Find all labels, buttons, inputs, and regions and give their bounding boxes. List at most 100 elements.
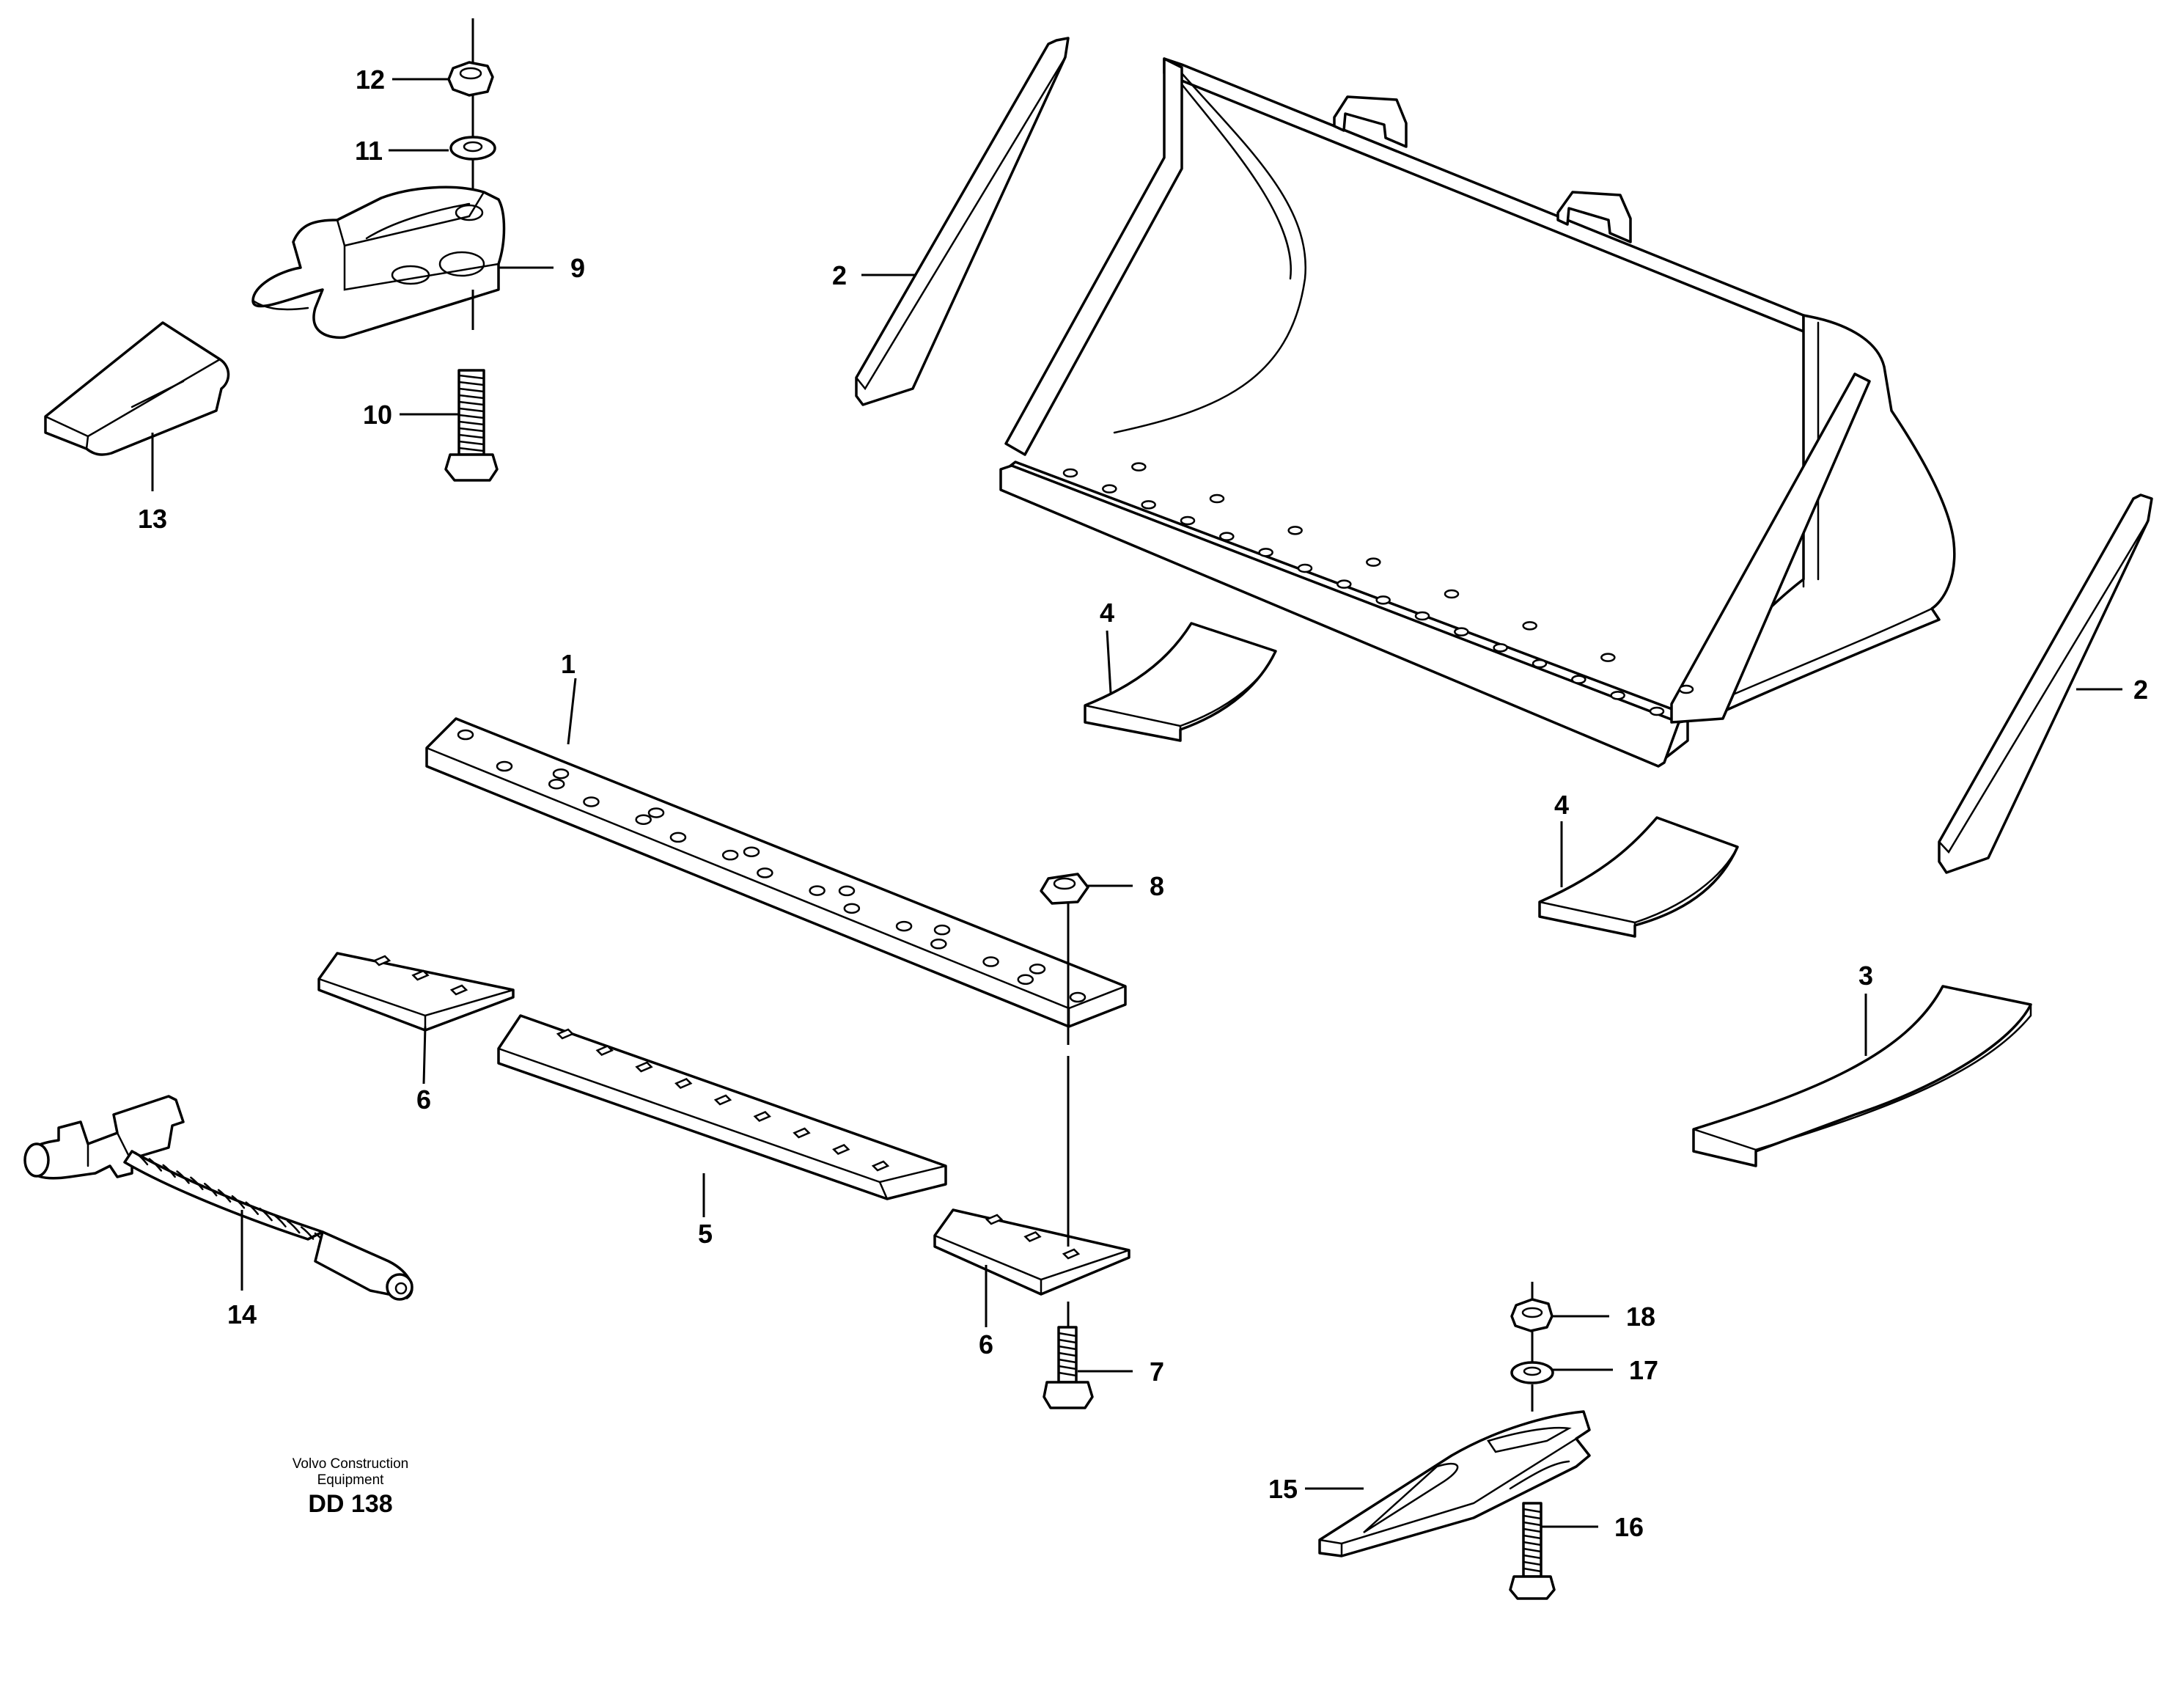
thread [1057, 1351, 1078, 1357]
hole [1102, 484, 1117, 493]
thread [1522, 1521, 1543, 1527]
hole [1017, 974, 1034, 986]
twist [245, 1201, 260, 1215]
callout-10: 10 [363, 400, 392, 430]
thread [457, 400, 485, 406]
bolt-hole [449, 984, 468, 996]
hole [548, 778, 565, 790]
callout-6-right: 6 [979, 1329, 993, 1359]
hole [1287, 526, 1303, 535]
twist [273, 1214, 287, 1228]
side-wear-strip-right [1938, 493, 2153, 874]
bolt-hole [793, 1127, 811, 1139]
bolt-hole [832, 1144, 850, 1155]
caption-company-2: Equipment [317, 1472, 385, 1488]
callout-4-upper: 4 [1100, 598, 1114, 628]
thread [457, 394, 485, 400]
hole [552, 768, 570, 779]
thread [1522, 1508, 1543, 1513]
callout-5: 5 [698, 1219, 713, 1249]
hole [1219, 532, 1235, 541]
cutting-edge [425, 717, 1127, 1028]
callout-11: 11 [355, 136, 383, 166]
bucket [999, 57, 1956, 768]
hole [1180, 515, 1196, 526]
hole [757, 867, 773, 878]
hole [1649, 706, 1665, 716]
hole [743, 846, 760, 857]
edge-segment-long [497, 1014, 947, 1200]
thread [1057, 1338, 1078, 1344]
twist [300, 1226, 315, 1240]
callout-1: 1 [561, 649, 576, 679]
bolt-hole [674, 1078, 693, 1089]
bolt-hole [753, 1111, 771, 1122]
hole [933, 924, 951, 936]
callout-18: 18 [1626, 1302, 1655, 1332]
twist [190, 1176, 204, 1191]
thread [1522, 1527, 1543, 1533]
thread [1522, 1567, 1543, 1573]
side-wear-strip-left [855, 37, 1070, 406]
hole [1610, 691, 1625, 700]
hole [1375, 595, 1391, 605]
callout-2-left: 2 [832, 260, 847, 290]
callout-6-left: 6 [416, 1085, 431, 1115]
twist [176, 1170, 190, 1184]
hole [1141, 500, 1156, 510]
twist [259, 1207, 273, 1222]
nut-8 [1040, 873, 1089, 905]
hole [1069, 991, 1087, 1003]
bolt-hole [411, 969, 430, 981]
thread [457, 440, 485, 446]
washer-17 [1510, 1361, 1554, 1384]
thread [1522, 1547, 1543, 1553]
thread [457, 374, 485, 380]
hole [1336, 579, 1352, 589]
hole [1029, 964, 1046, 975]
hole [457, 729, 474, 741]
hole [1678, 684, 1694, 694]
edge-segment-left [317, 952, 515, 1032]
callout-3: 3 [1858, 961, 1873, 991]
hole [982, 956, 999, 967]
hole [635, 814, 652, 825]
twist [287, 1219, 301, 1234]
hole [809, 885, 826, 896]
callout-15: 15 [1268, 1474, 1298, 1504]
tooth-adapter-9 [251, 186, 506, 340]
twist [134, 1151, 149, 1166]
thread [1057, 1358, 1078, 1364]
nut-18 [1510, 1298, 1554, 1332]
bolt-7 [1043, 1326, 1094, 1409]
callout-9: 9 [570, 253, 585, 283]
thread [1057, 1365, 1078, 1370]
bolt-hole [985, 1214, 1004, 1225]
hole [1454, 627, 1469, 636]
bolt-16 [1509, 1502, 1556, 1600]
twist [203, 1183, 218, 1197]
thread [1522, 1541, 1543, 1546]
thread [1522, 1560, 1543, 1566]
thread [1522, 1534, 1543, 1540]
thread [1057, 1345, 1078, 1351]
tool-14 [23, 1095, 413, 1301]
callout-17: 17 [1629, 1355, 1658, 1385]
bolt-hole [1062, 1248, 1081, 1260]
thread [457, 414, 485, 419]
twist [217, 1189, 232, 1203]
wear-segment-3 [1692, 985, 2032, 1167]
tooth-13 [44, 321, 230, 456]
tooth-15 [1318, 1410, 1591, 1557]
hole [1571, 675, 1586, 684]
hole [1258, 548, 1273, 557]
thread [457, 387, 485, 393]
callout-12: 12 [356, 65, 385, 95]
thread [1522, 1554, 1543, 1560]
twist [148, 1158, 163, 1172]
caption-company: Volvo Construction [293, 1456, 408, 1472]
bolt-10 [444, 369, 499, 482]
callout-2-right: 2 [2133, 675, 2148, 705]
hole [1062, 468, 1078, 478]
